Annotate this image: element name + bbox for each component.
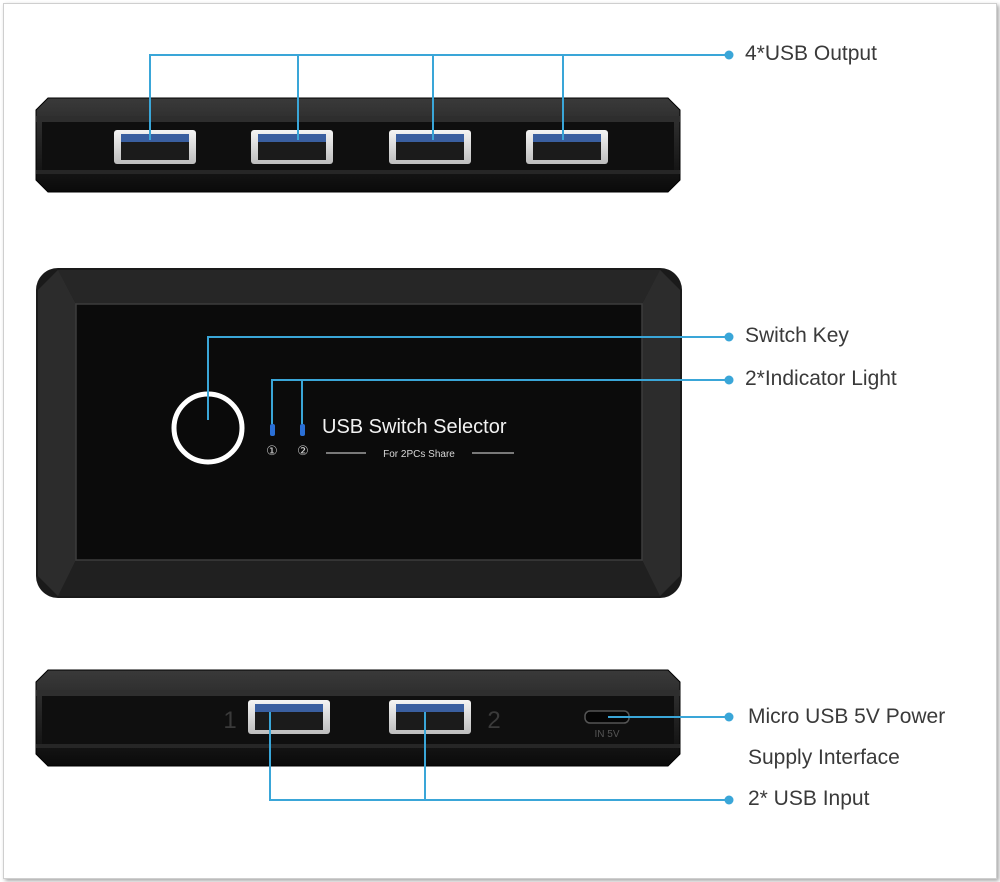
- usb-input-port-1: [248, 700, 330, 734]
- top-face-callout-lines: [207, 336, 728, 424]
- usb-output-callout-dot: [724, 50, 734, 60]
- device-output-side: [35, 97, 681, 193]
- indicator-led-1: [270, 424, 275, 436]
- device-brand-subtitle: For 2PCs Share: [383, 449, 455, 460]
- label-switch-key: Switch Key: [745, 324, 849, 347]
- usb-output-port-3: [389, 130, 471, 164]
- label-indicator-light: 2*Indicator Light: [745, 367, 897, 390]
- indicator-label-2: ②: [297, 444, 309, 459]
- switch-key-callout-dot: [724, 332, 734, 342]
- usb-output-port-1: [114, 130, 196, 164]
- label-usb-input: 2* USB Input: [748, 787, 870, 810]
- label-power-line2: Supply Interface: [748, 746, 900, 769]
- device-brand-title: USB Switch Selector: [322, 416, 507, 438]
- input-port-number-2: 2: [487, 707, 500, 734]
- usb-input-port-2: [389, 700, 471, 734]
- device-input-side: [35, 669, 681, 767]
- indicator-label-1: ①: [266, 444, 278, 459]
- usb-output-port-2: [251, 130, 333, 164]
- power-callout-dot: [724, 712, 734, 722]
- power-port-label: IN 5V: [594, 729, 619, 740]
- usb-output-callout-lines: [149, 54, 728, 140]
- usb-input-callout-dot: [724, 795, 734, 805]
- input-port-number-1: 1: [223, 707, 236, 734]
- indicator-led-2: [300, 424, 305, 436]
- label-usb-output: 4*USB Output: [745, 42, 877, 65]
- input-side-callout-lines: [269, 712, 728, 801]
- label-power-line1: Micro USB 5V Power: [748, 705, 946, 728]
- indicator-callout-dot: [724, 375, 734, 385]
- usb-output-port-4: [526, 130, 608, 164]
- device-top-face: [36, 268, 682, 598]
